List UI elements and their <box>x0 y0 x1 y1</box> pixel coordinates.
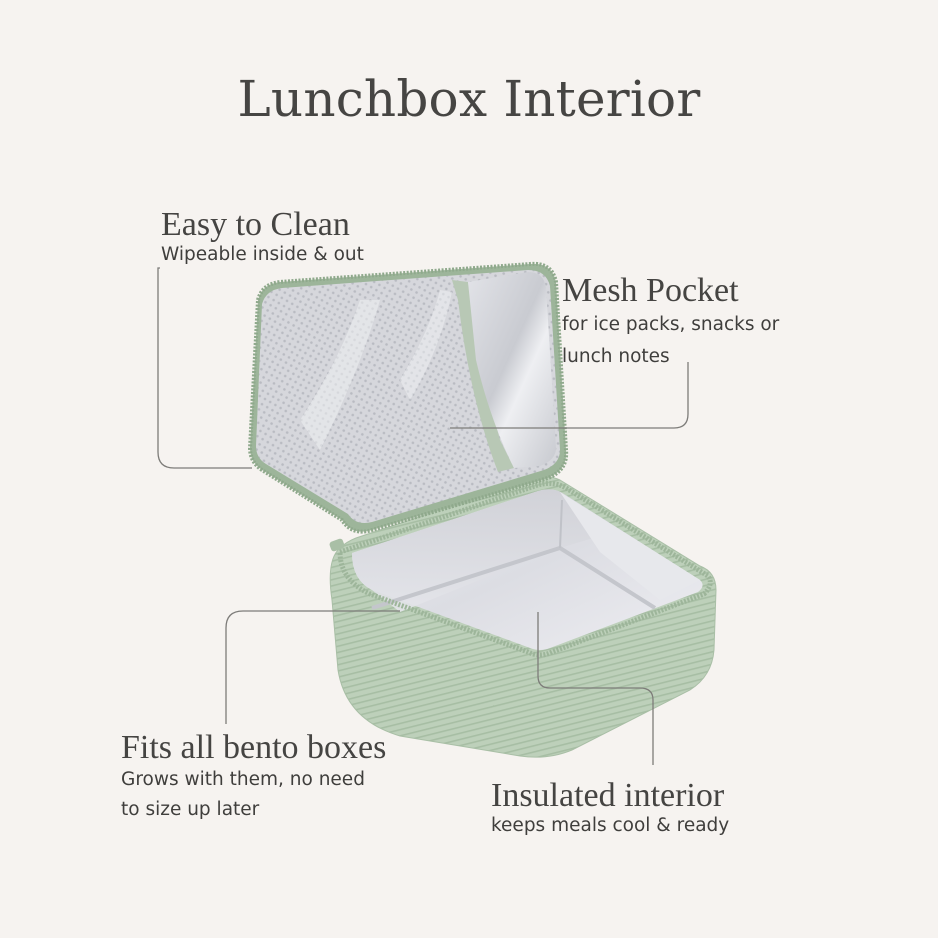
lunchbox-lid <box>247 261 569 552</box>
callout-easy-to-clean: Easy to Clean Wipeable inside & out <box>161 208 364 267</box>
connector-insulated-interior <box>537 612 654 765</box>
callout-heading: Insulated interior <box>491 777 725 814</box>
callout-mesh-pocket: Mesh Pocket for ice packs, snacks or lun… <box>562 274 779 372</box>
callout-text: keeps meals cool & ready <box>491 815 730 836</box>
lunchbox-base <box>329 476 717 758</box>
callout-heading: Easy to Clean <box>161 206 350 243</box>
connector-mesh-pocket <box>450 362 689 429</box>
page-title: Lunchbox Interior <box>237 70 701 128</box>
callout-insulated-interior: Insulated interior keeps meals cool & re… <box>491 779 729 839</box>
callout-text: to size up later <box>121 799 260 820</box>
callout-text: for ice packs, snacks or <box>562 314 780 335</box>
connector-fits-all-bento-boxes <box>225 610 400 724</box>
callout-text: Grows with them, no need <box>121 769 365 790</box>
connector-lines <box>157 267 689 765</box>
callout-heading: Fits all bento boxes <box>121 729 387 766</box>
callout-text: Wipeable inside & out <box>161 244 364 265</box>
callout-heading: Mesh Pocket <box>562 272 739 309</box>
callout-fits-all-bento-boxes: Fits all bento boxes Grows with them, no… <box>121 731 386 825</box>
callout-text: lunch notes <box>562 346 670 367</box>
connector-easy-to-clean <box>157 267 252 469</box>
